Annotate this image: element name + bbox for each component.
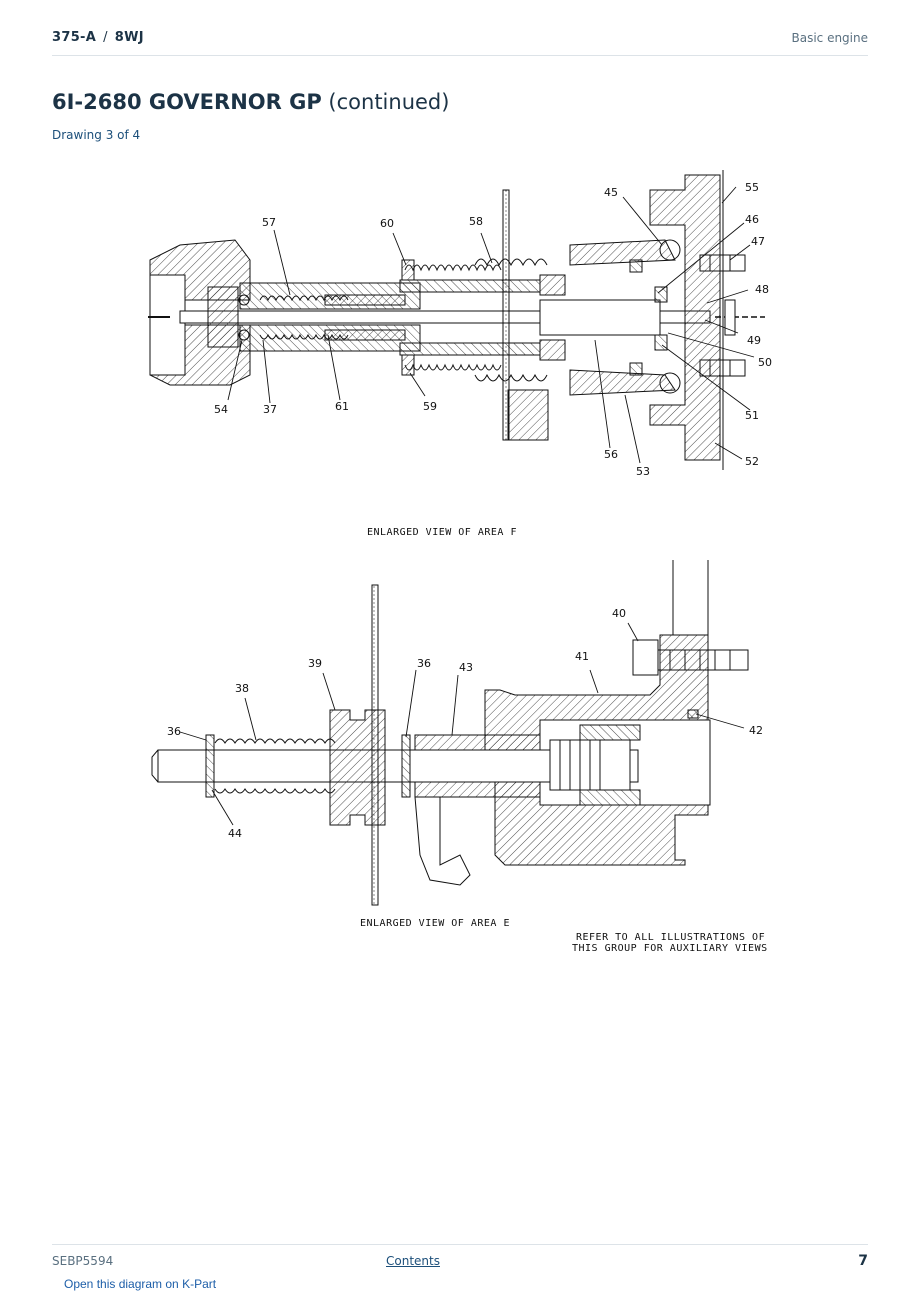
view-f-leaders: [227, 186, 755, 464]
callout-52: 52: [745, 455, 759, 468]
page-title: 6I-2680 GOVERNOR GP (continued): [52, 90, 449, 114]
section-name: Basic engine: [791, 31, 868, 45]
callout-53: 53: [636, 465, 650, 478]
page-header: 375-A / 8WJ Basic engine: [52, 30, 868, 56]
model-number: 375-A: [52, 30, 97, 45]
separator: /: [103, 30, 108, 45]
serial-prefix: 8WJ: [114, 30, 144, 45]
view-f-drawing: [148, 170, 765, 470]
drawing-label: Drawing 3 of 4: [52, 128, 141, 142]
model-serial: 375-A / 8WJ: [52, 30, 144, 45]
callout-50: 50: [758, 356, 772, 369]
callout-41: 41: [575, 650, 589, 663]
callout-59: 59: [423, 400, 437, 413]
callout-57: 57: [262, 216, 276, 229]
callout-47: 47: [751, 235, 765, 248]
page-number: 7: [858, 1253, 868, 1269]
callout-45: 45: [604, 186, 618, 199]
callout-36-top: 36: [417, 657, 431, 670]
page-footer: SEBP5594 Contents 7: [52, 1244, 868, 1274]
callout-37: 37: [263, 403, 277, 416]
view-f-caption: ENLARGED VIEW OF AREA F: [367, 527, 517, 538]
callout-49: 49: [747, 334, 761, 347]
callout-55: 55: [745, 181, 759, 194]
callout-61: 61: [335, 400, 349, 413]
view-e-leaders: [179, 622, 745, 826]
parts-diagram: 45 55 46 47 57 60 58 48 49 50 54 37 61 5…: [140, 165, 790, 965]
callout-54: 54: [214, 403, 228, 416]
callout-42: 42: [749, 724, 763, 737]
auxiliary-note-line1: REFER TO ALL ILLUSTRATIONS OF: [576, 932, 765, 943]
callout-51: 51: [745, 409, 759, 422]
callout-44: 44: [228, 827, 242, 840]
view-f-callouts: 45 55 46 47 57 60 58 48 49 50 54 37 61 5…: [214, 181, 772, 478]
callout-46: 46: [745, 213, 759, 226]
callout-39: 39: [308, 657, 322, 670]
part-title: 6I-2680 GOVERNOR GP: [52, 90, 322, 114]
callout-40: 40: [612, 607, 626, 620]
view-e-callouts: 40 41 39 36 43 38 36 42 44: [167, 607, 763, 840]
callout-36-left: 36: [167, 725, 181, 738]
callout-38: 38: [235, 682, 249, 695]
callout-60: 60: [380, 217, 394, 230]
view-e-caption: ENLARGED VIEW OF AREA E: [360, 918, 510, 929]
callout-43: 43: [459, 661, 473, 674]
contents-link[interactable]: Contents: [386, 1254, 440, 1268]
title-suffix: (continued): [328, 90, 450, 114]
callout-58: 58: [469, 215, 483, 228]
document-id: SEBP5594: [52, 1254, 114, 1268]
view-e-drawing: [151, 560, 749, 906]
auxiliary-note-line2: THIS GROUP FOR AUXILIARY VIEWS: [572, 943, 768, 954]
kpart-link[interactable]: Open this diagram on K-Part: [64, 1277, 217, 1291]
callout-48: 48: [755, 283, 769, 296]
callout-56: 56: [604, 448, 618, 461]
